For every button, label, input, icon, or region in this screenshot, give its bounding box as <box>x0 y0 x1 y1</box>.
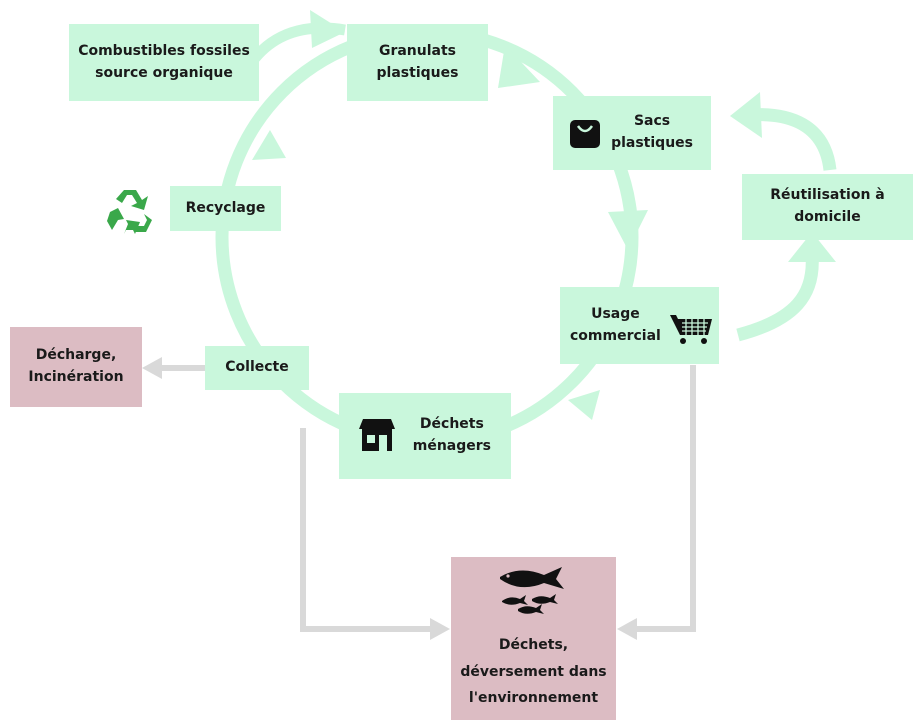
node-environment: Déchets, déversement dans l'environnemen… <box>451 557 616 720</box>
node-fossil-fuels: Combustibles fossiles source organique <box>69 24 259 101</box>
arrow-head-reuse <box>788 232 836 262</box>
fish-icon <box>500 567 564 614</box>
recycle-icon <box>107 190 152 234</box>
ring-arrow-head-waste <box>568 390 600 420</box>
arrow-head-environment-right <box>617 618 637 640</box>
ring-arrow-head-recycling <box>252 130 286 160</box>
node-recycling-label: Recyclage <box>185 199 266 216</box>
node-reuse-label: Réutilisation à domicile <box>770 187 885 225</box>
node-household-waste-label: Déchets ménagers <box>412 416 491 454</box>
node-collection: Collecte <box>205 346 309 390</box>
node-collection-label: Collecte <box>225 359 289 376</box>
node-landfill: Décharge, Incinération <box>10 327 142 407</box>
arrow-head-bags-return <box>730 92 762 138</box>
node-granules-label: Granulats plastiques <box>376 42 459 81</box>
ring-arrow-head-commercial <box>608 210 648 250</box>
house-icon <box>359 419 395 451</box>
node-environment-label: Déchets, déversement dans l'environnemen… <box>460 637 607 707</box>
arrow-waste-to-environment <box>300 428 432 632</box>
arrow-head-environment-left <box>430 618 450 640</box>
ring-arrow-head-bags <box>498 45 540 88</box>
node-household-waste: Déchets ménagers <box>339 393 511 479</box>
arrow-head-granules <box>310 10 345 48</box>
node-commercial-use-label: Usage commercial <box>570 305 661 344</box>
shopping-cart-icon <box>670 315 712 344</box>
shopping-bag-icon <box>570 120 600 148</box>
node-landfill-label: Décharge, Incinération <box>28 347 124 385</box>
node-fossil-fuels-label: Combustibles fossiles source organique <box>78 42 250 81</box>
arrow-commercial-to-reuse <box>736 254 819 342</box>
arrow-reuse-to-bags <box>747 108 837 171</box>
node-reuse: Réutilisation à domicile <box>742 174 913 240</box>
node-bags: Sacs plastiques <box>553 96 711 170</box>
arrow-commercial-to-environment <box>636 365 696 632</box>
node-granules: Granulats plastiques <box>347 24 488 101</box>
arrow-head-landfill <box>142 357 162 379</box>
node-commercial-use: Usage commercial <box>560 287 719 364</box>
node-recycling: Recyclage <box>170 186 281 231</box>
node-bags-label: Sacs plastiques <box>611 113 693 151</box>
